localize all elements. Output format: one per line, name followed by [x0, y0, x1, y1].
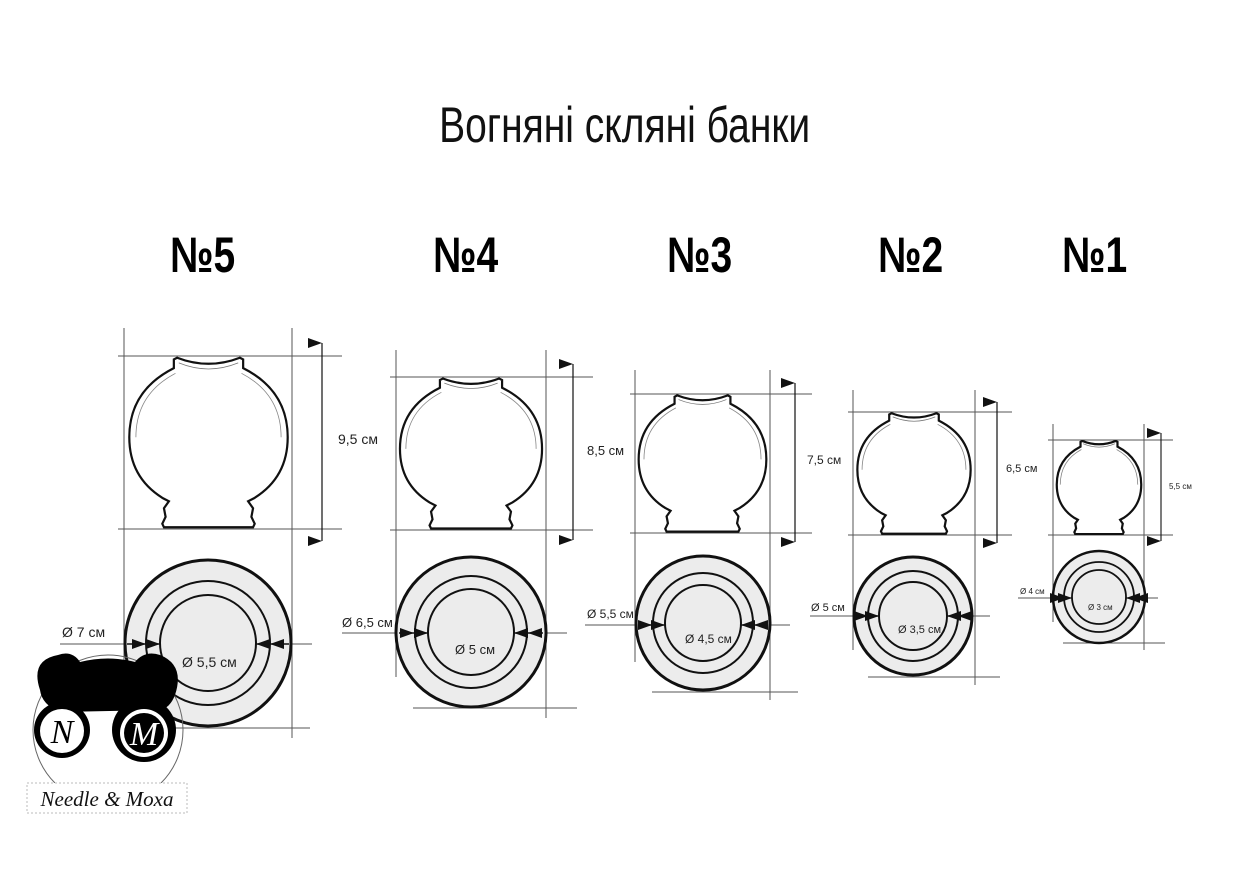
jar-2-outer-diameter-label: Ø 5 см — [811, 602, 845, 614]
jar-3-inner-diameter-label: Ø 4,5 см — [685, 632, 732, 646]
jar-number-5: №5 — [170, 227, 236, 283]
jar-2-height-label: 6,5 см — [1006, 463, 1037, 475]
jar-3-height-label: 7,5 см — [807, 453, 841, 467]
jar-1-outer-diameter-label: Ø 4 см — [1020, 587, 1045, 596]
jar-number-2: №2 — [878, 227, 944, 283]
jar-4-inner-diameter-label: Ø 5 см — [455, 642, 495, 657]
jar-1-inner-diameter-label: Ø 3 см — [1088, 603, 1113, 612]
jar-number-3: №3 — [667, 227, 733, 283]
jar-4-height-label: 8,5 см — [587, 443, 624, 458]
jar-2-inner-diameter-label: Ø 3,5 см — [898, 624, 941, 636]
jar-number-1: №1 — [1062, 227, 1128, 283]
jar-number-4: №4 — [433, 227, 499, 283]
logo-brand-text: Needle & Moxa — [40, 787, 174, 811]
jar-5-inner-diameter-label: Ø 5,5 см — [182, 654, 237, 670]
jar-2-drawing — [810, 390, 1012, 685]
jar-1-top-view — [1050, 549, 1148, 645]
jar-3-top-view — [634, 554, 772, 692]
page-title: Вогняні скляні банки — [439, 97, 811, 153]
jar-5-outer-diameter-label: Ø 7 см — [62, 624, 105, 640]
logo-letter-n: N — [50, 714, 76, 751]
jar-3-outer-diameter-label: Ø 5,5 см — [587, 607, 634, 621]
logo-letter-m: M — [129, 716, 160, 753]
jar-4-drawing — [342, 350, 593, 718]
jar-4-outer-diameter-label: Ø 6,5 см — [342, 615, 393, 630]
jar-3-drawing — [585, 370, 812, 700]
jar-5-height-label: 9,5 см — [338, 431, 378, 447]
jar-4-top-view — [394, 555, 548, 709]
jar-2-top-view — [852, 555, 974, 677]
jar-1-drawing — [1018, 424, 1173, 650]
needle-moxa-logo: N M Needle & Moxa — [26, 653, 188, 814]
jar-1-height-label: 5,5 см — [1169, 482, 1192, 491]
